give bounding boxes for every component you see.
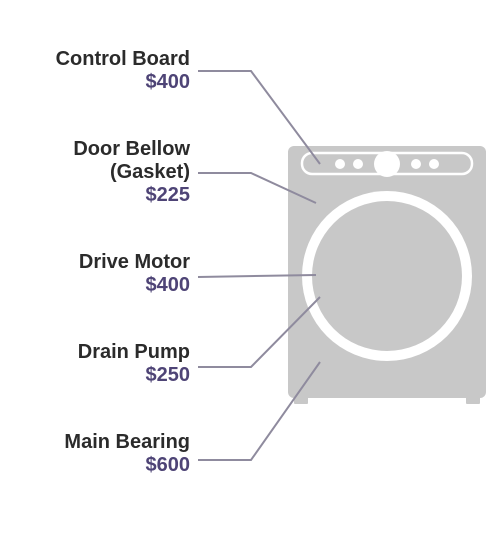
leader-line-door-bellow [198, 172, 317, 204]
control-button-1 [335, 159, 345, 169]
part-price: $250 [145, 364, 191, 386]
part-price: $400 [145, 274, 191, 296]
leader-line-drain-pump [198, 296, 321, 368]
leader-line-main-bearing [198, 361, 321, 461]
control-button-3 [411, 159, 421, 169]
door-inner [312, 201, 462, 351]
part-label-control-board: Control Board $400 [56, 48, 190, 94]
part-label-drain-pump: Drain Pump $250 [78, 341, 190, 387]
part-label-main-bearing: Main Bearing $600 [64, 431, 190, 477]
part-name: Control Board [55, 48, 190, 70]
part-name-line-2: (Gasket) [109, 161, 190, 183]
control-button-2 [353, 159, 363, 169]
part-name: Drive Motor [78, 251, 190, 273]
part-label-drive-motor: Drive Motor $400 [79, 251, 190, 297]
control-button-4 [429, 159, 439, 169]
part-price: $225 [145, 184, 191, 206]
control-dial [374, 151, 400, 177]
leader-line-drive-motor [197, 274, 317, 278]
part-name: Drain Pump [77, 341, 190, 363]
part-price: $400 [145, 71, 191, 93]
leader-line-control-board [198, 70, 321, 165]
part-price: $600 [145, 454, 191, 476]
part-label-door-bellow: Door Bellow (Gasket) $225 [73, 138, 190, 207]
part-name: Main Bearing [64, 431, 190, 453]
part-name: Door Bellow [73, 138, 190, 160]
